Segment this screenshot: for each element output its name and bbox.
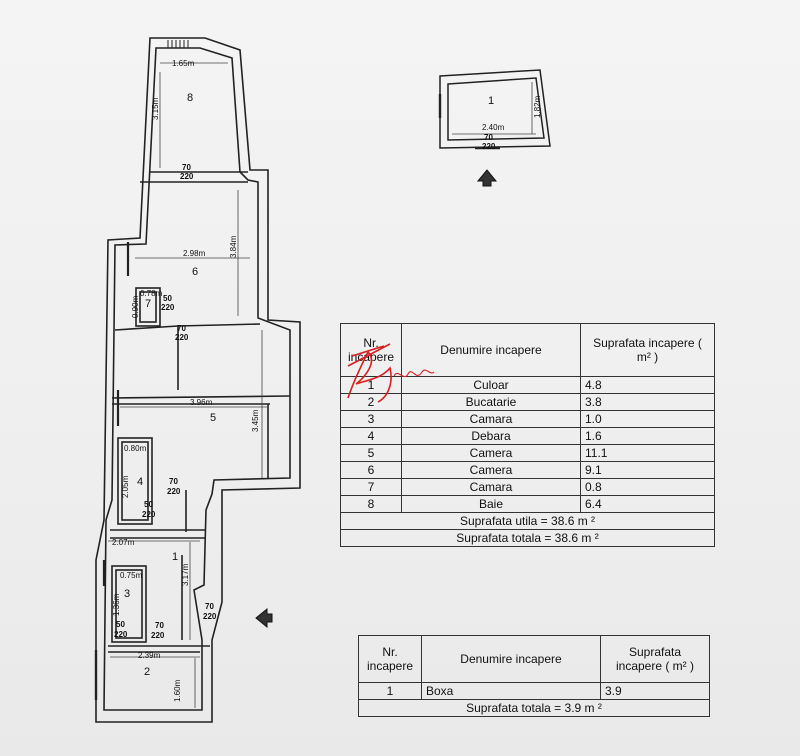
row-nr: 1 xyxy=(358,682,422,700)
door-height: 220 xyxy=(175,333,189,342)
door-height: 220 xyxy=(167,487,181,496)
door-width: 50 xyxy=(163,294,172,303)
total-area: Suprafata totala = 38.6 m ² xyxy=(340,529,715,547)
signature xyxy=(347,343,435,403)
useful-total-row: Suprafata utila = 38.6 m ² xyxy=(340,512,715,530)
door-width: 70 xyxy=(182,163,191,172)
dim-label: 0.80m xyxy=(124,444,147,453)
room-number-5: 5 xyxy=(210,412,216,424)
row-area: 11.1 xyxy=(580,444,715,462)
box-table: Nr. incapere Denumire incapere Suprafata… xyxy=(358,635,710,717)
dim-label: 1.65m xyxy=(172,59,195,68)
total-area: Suprafata totala = 3.9 m ² xyxy=(358,699,710,717)
rooms-table: Nr. incapere Denumire incapere Suprafata… xyxy=(340,323,715,547)
header-area: Suprafata incapere ( m² ) xyxy=(580,323,715,377)
dim-label: 0.75m xyxy=(120,571,143,580)
dim-label: 3.96m xyxy=(190,398,213,407)
door-width: 70 xyxy=(177,324,186,333)
dim-label: 0.90m xyxy=(131,295,140,318)
door-height: 220 xyxy=(203,612,217,621)
row-area: 6.4 xyxy=(580,495,715,513)
door-width: 70 xyxy=(155,621,164,630)
useful-total: Suprafata utila = 38.6 m ² xyxy=(340,512,715,530)
room-number-6: 6 xyxy=(192,266,198,278)
row-area: 1.0 xyxy=(580,410,715,428)
row-name: Boxa xyxy=(421,682,601,700)
door-height: 220 xyxy=(161,303,175,312)
row-area: 3.9 xyxy=(600,682,710,700)
door-width: 70 xyxy=(169,477,178,486)
entrance-arrow-icon xyxy=(255,607,273,629)
row-nr: 5 xyxy=(340,444,402,462)
dim-label: 3.84m xyxy=(229,235,238,258)
row-name: Camera xyxy=(401,461,581,479)
room-number-7: 7 xyxy=(145,298,151,310)
apartment-inner-outline xyxy=(103,47,291,711)
entrance-arrow-icon xyxy=(476,169,498,187)
box-plan xyxy=(438,69,551,150)
header-area: Suprafata incapere ( m² ) xyxy=(600,635,710,683)
door-width: 70 xyxy=(205,602,214,611)
dim-label: 2.05m xyxy=(121,475,130,498)
header-name: Denumire incapere xyxy=(421,635,601,683)
room-number-2: 2 xyxy=(144,666,150,678)
room-number-4: 4 xyxy=(137,476,143,488)
door-width: 70 xyxy=(484,133,493,142)
door-height: 220 xyxy=(482,142,496,151)
dim-label: 3.45m xyxy=(251,409,260,432)
dim-label: 3.15m xyxy=(151,97,160,120)
dim-label: 0.78m xyxy=(140,289,163,298)
door-height: 220 xyxy=(180,172,194,181)
dim-label: 3.17m xyxy=(181,563,190,586)
table-header-row: Nr. incapere Denumire incapere Suprafata… xyxy=(358,635,710,683)
row-name: Baie xyxy=(401,495,581,513)
door-height: 220 xyxy=(114,630,128,639)
row-area: 9.1 xyxy=(580,461,715,479)
door-width: 50 xyxy=(144,500,153,509)
row-name: Camara xyxy=(401,410,581,428)
row-area: 0.8 xyxy=(580,478,715,496)
dim-label: 2.39m xyxy=(138,651,161,660)
row-area: 3.8 xyxy=(580,393,715,411)
row-name: Camera xyxy=(401,444,581,462)
door-width: 50 xyxy=(116,620,125,629)
box-room-number: 1 xyxy=(488,95,494,107)
dim-label: 1.60m xyxy=(173,679,182,702)
row-name: Debara xyxy=(401,427,581,445)
row-area: 4.8 xyxy=(580,376,715,394)
room-number-1: 1 xyxy=(172,551,178,563)
apartment-outline xyxy=(95,37,301,723)
dim-label: 2.98m xyxy=(183,249,206,258)
dim-label: 2.07m xyxy=(112,538,135,547)
dim-label: 1.36m xyxy=(112,593,121,616)
row-nr: 3 xyxy=(340,410,402,428)
row-nr: 6 xyxy=(340,461,402,479)
door-height: 220 xyxy=(151,631,165,640)
dim-label: 2.40m xyxy=(482,123,505,132)
row-name: Camara xyxy=(401,478,581,496)
door-height: 220 xyxy=(142,510,156,519)
table-header-row: Nr. incapere Denumire incapere Suprafata… xyxy=(340,323,715,377)
row-nr: 8 xyxy=(340,495,402,513)
header-nr: Nr. incapere xyxy=(358,635,422,683)
dim-label: 1.82m xyxy=(533,95,542,118)
room-number-8: 8 xyxy=(187,92,193,104)
room-number-3: 3 xyxy=(124,588,130,600)
row-nr: 7 xyxy=(340,478,402,496)
header-name: Denumire incapere xyxy=(401,323,581,377)
row-nr: 4 xyxy=(340,427,402,445)
total-row: Suprafata totala = 3.9 m ² xyxy=(358,699,710,717)
row-area: 1.6 xyxy=(580,427,715,445)
total-row: Suprafata totala = 38.6 m ² xyxy=(340,529,715,547)
